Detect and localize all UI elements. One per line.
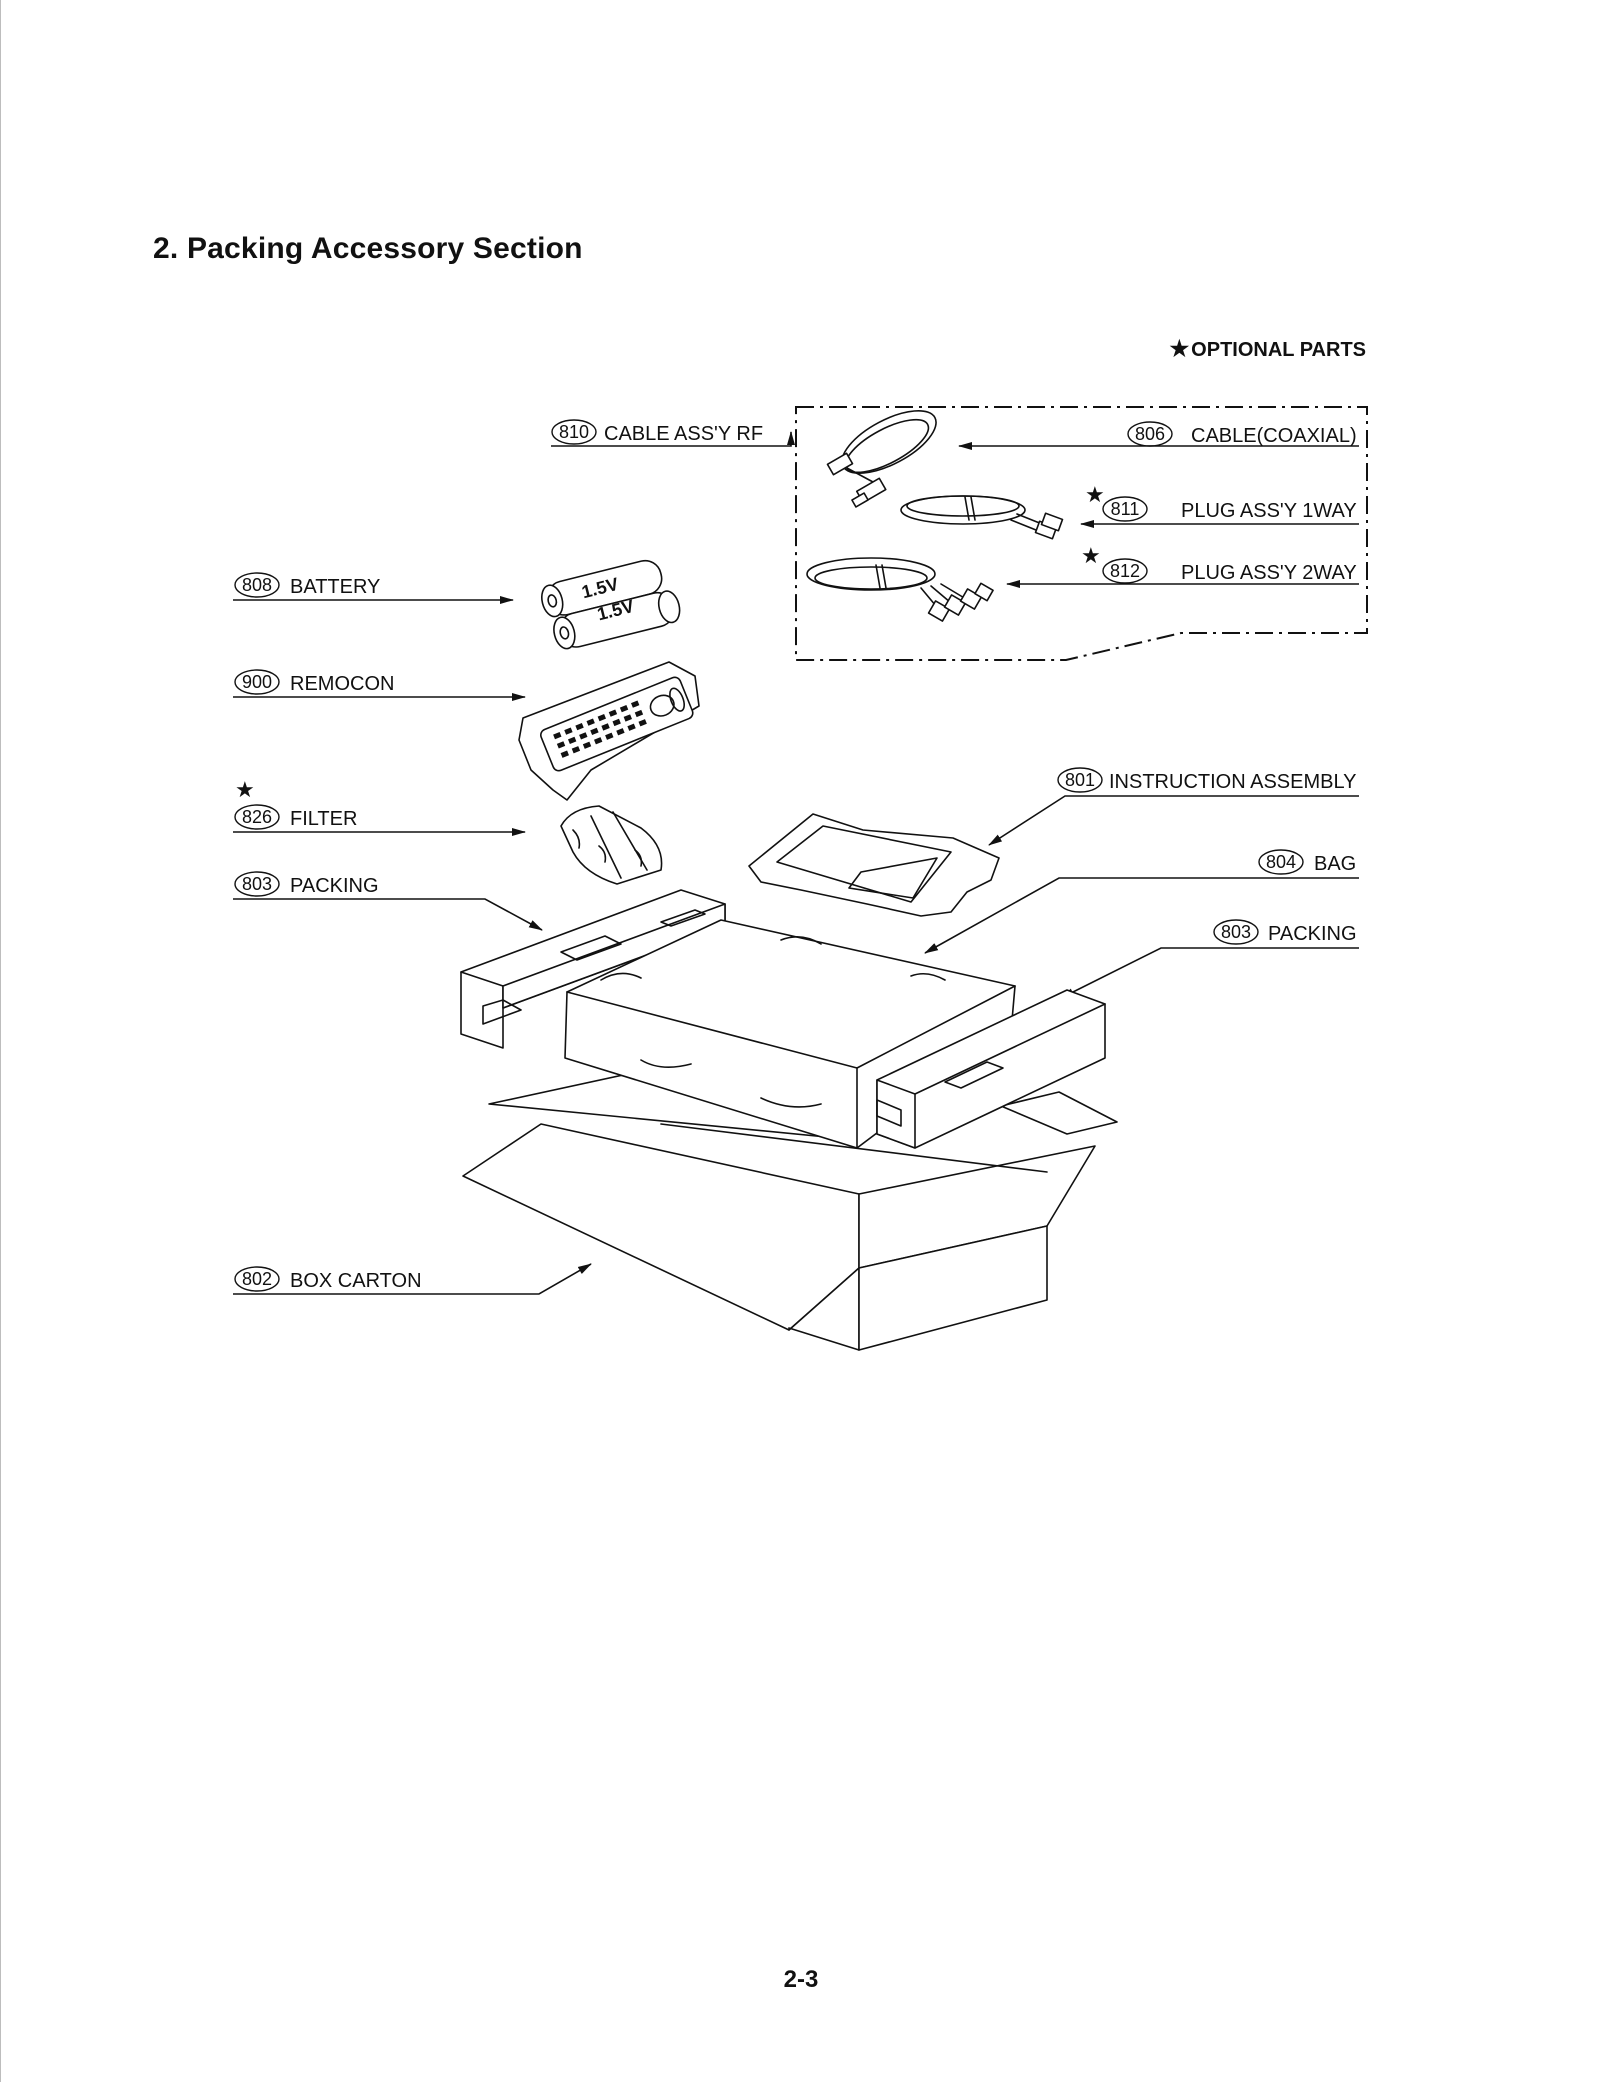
filter-drawing: [560, 805, 663, 885]
optional-parts-label: OPTIONAL PARTS: [1191, 339, 1366, 361]
callout-808: 808 BATTERY: [234, 572, 380, 598]
star-icon: ★: [1085, 483, 1105, 508]
instruction-assembly-drawing: [748, 813, 1000, 917]
battery-drawing: 1.5V 1.5V: [541, 559, 681, 650]
optional-parts-boundary: [795, 406, 1368, 661]
packing-right-drawing: [876, 989, 1106, 1149]
callout-900: 900 REMOCON: [234, 669, 394, 695]
part-number: 808: [242, 575, 272, 595]
part-label: REMOCON: [290, 673, 394, 695]
part-number: 801: [1065, 770, 1095, 790]
part-label: CABLE(COAXIAL): [1191, 425, 1357, 447]
part-number: 803: [1221, 922, 1251, 942]
part-label: BATTERY: [290, 576, 380, 598]
part-number: 810: [559, 422, 589, 442]
star-icon: ★: [1169, 336, 1190, 361]
part-number: 806: [1135, 424, 1165, 444]
part-label: PLUG ASS'Y 1WAY: [1181, 500, 1357, 522]
plug-1way-drawing: [900, 495, 1064, 540]
part-label: BAG: [1314, 853, 1356, 875]
callout-803-left: 803 PACKING: [234, 871, 379, 897]
packing-left-drawing: [460, 889, 726, 1049]
plug-2way-drawing: [806, 557, 994, 622]
remote-control-drawing: [518, 661, 700, 801]
part-number: 812: [1110, 561, 1140, 581]
rf-cable-drawing: [826, 410, 937, 508]
leader-lines: [233, 431, 1359, 1295]
part-number: 811: [1111, 499, 1140, 519]
part-label: INSTRUCTION ASSEMBLY: [1109, 771, 1356, 793]
part-label: CABLE ASS'Y RF: [604, 423, 763, 445]
part-number: 803: [242, 874, 272, 894]
part-number: 802: [242, 1269, 272, 1289]
part-label: PLUG ASS'Y 2WAY: [1181, 562, 1357, 584]
callout-803-right: 803 PACKING: [1213, 919, 1357, 945]
callout-811: ★ 811 PLUG ASS'Y 1WAY: [1085, 483, 1357, 522]
section-title: 2. Packing Accessory Section: [153, 232, 583, 265]
callout-801: 801 INSTRUCTION ASSEMBLY: [1057, 767, 1356, 793]
part-number: 804: [1266, 852, 1296, 872]
part-number: 900: [242, 672, 272, 692]
callout-806: 806 CABLE(COAXIAL): [1127, 421, 1357, 447]
optional-parts-note: ★OPTIONAL PARTS: [1169, 336, 1366, 362]
star-icon: ★: [1081, 544, 1101, 569]
part-label: PACKING: [1268, 923, 1357, 945]
callout-812: ★ 812 PLUG ASS'Y 2WAY: [1081, 544, 1357, 584]
part-label: FILTER: [290, 808, 357, 830]
callout-826: ★ 826 FILTER: [234, 778, 357, 830]
callout-804: 804 BAG: [1258, 849, 1356, 875]
page-number: 2-3: [783, 1966, 819, 1993]
part-label: BOX CARTON: [290, 1270, 422, 1292]
callout-810: 810 CABLE ASS'Y RF: [551, 419, 763, 445]
part-number: 826: [242, 807, 272, 827]
star-icon: ★: [235, 778, 255, 803]
part-label: PACKING: [290, 875, 379, 897]
callout-802: 802 BOX CARTON: [234, 1266, 422, 1292]
